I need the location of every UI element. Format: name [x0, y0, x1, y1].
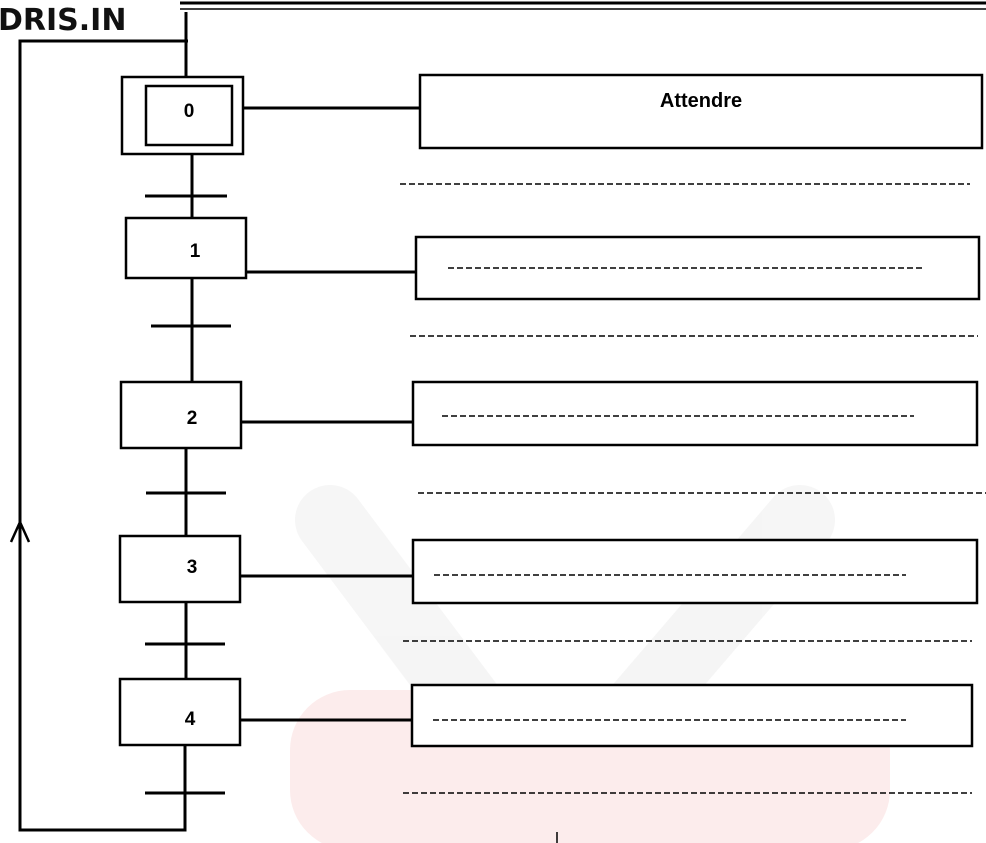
action-box-4: [410, 683, 974, 748]
step-number: 4: [185, 709, 196, 730]
action-text: Attendre: [660, 90, 742, 112]
step-2: 2: [119, 380, 243, 450]
header-border: [180, 1, 986, 10]
step-3: 3: [118, 534, 242, 604]
step-number: 3: [187, 557, 198, 578]
action-box-0: Attendre: [418, 73, 984, 150]
step-4: 4: [118, 677, 242, 747]
logo-text: DRIS.IN: [0, 3, 126, 38]
loop-arrow-icon: [9, 518, 31, 543]
step-number: 2: [187, 408, 198, 429]
step-1: 1: [124, 216, 248, 280]
action-box-2: [411, 380, 979, 447]
action-box-3: [411, 538, 979, 605]
step-number: 0: [184, 101, 195, 122]
action-box-1: [414, 235, 981, 301]
loop-back-line: [18, 39, 188, 832]
step-0: 0: [120, 75, 245, 156]
step-number: 1: [190, 241, 201, 262]
